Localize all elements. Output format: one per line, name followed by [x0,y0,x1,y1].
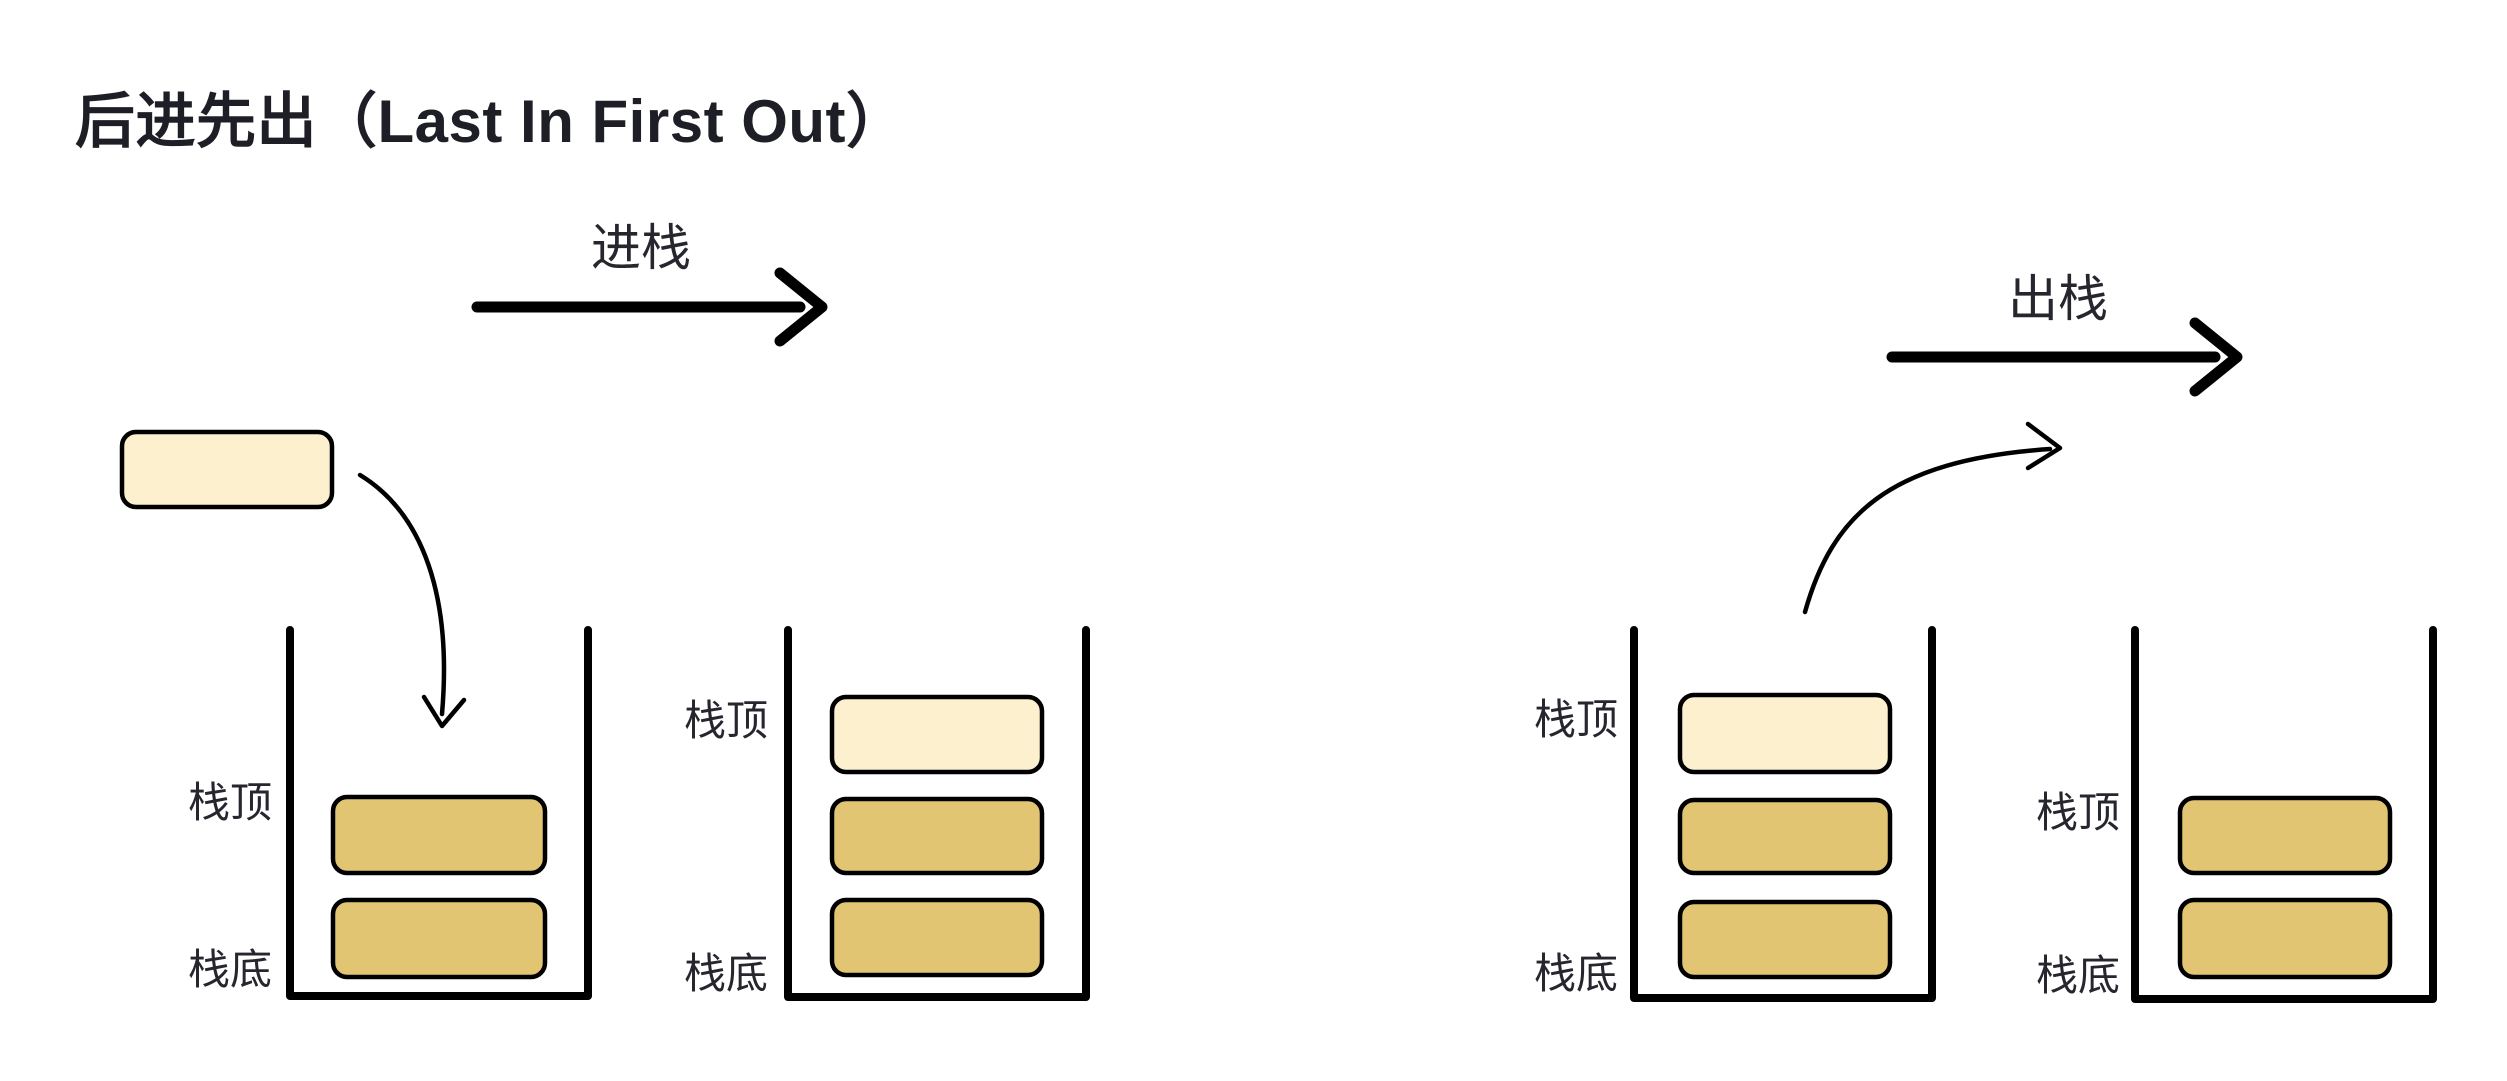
pop-before-stack-container [1630,626,1936,1002]
push-after-stack-top-label: 栈顶 [683,697,768,744]
push-arrow-label: 进栈 [591,220,691,276]
pop-after-stack-bottom-label: 栈底 [2035,952,2120,999]
page-title: 后进先出（Last In First Out） [75,88,907,155]
push-after-stack-bottom-label: 栈底 [683,950,768,997]
push-after-block-bottom [829,897,1045,978]
pop-after-block-bottom [2177,897,2393,980]
pop-after-stack-top-label: 栈顶 [2035,789,2120,836]
pop-arrow-label: 出栈 [2008,271,2108,327]
incoming-block [119,429,335,510]
pop-before-block-bottom [1677,899,1893,980]
pop-arrow [1886,317,2243,397]
pop-before-block-middle [1677,797,1893,876]
push-after-stack-container [784,626,1090,1001]
pop-before-block-top [1677,692,1893,775]
pop-after-stack-container [2131,626,2437,1003]
pop-after-block-top [2177,795,2393,876]
pop-before-stack-top-label: 栈顶 [1533,696,1618,743]
push-before-block-bottom [330,897,548,980]
push-before-stack-container [286,626,592,1000]
push-before-stack-top-label: 栈顶 [187,779,272,826]
pop-curve-arrow [1802,421,2063,615]
pop-before-stack-bottom-label: 栈底 [1533,950,1618,997]
push-after-block-middle [829,796,1045,876]
push-after-block-top [829,694,1045,775]
push-before-block-top [330,794,548,876]
push-arrow [471,267,828,347]
push-curve-arrow [357,472,467,729]
push-before-stack-bottom-label: 栈底 [187,946,272,993]
